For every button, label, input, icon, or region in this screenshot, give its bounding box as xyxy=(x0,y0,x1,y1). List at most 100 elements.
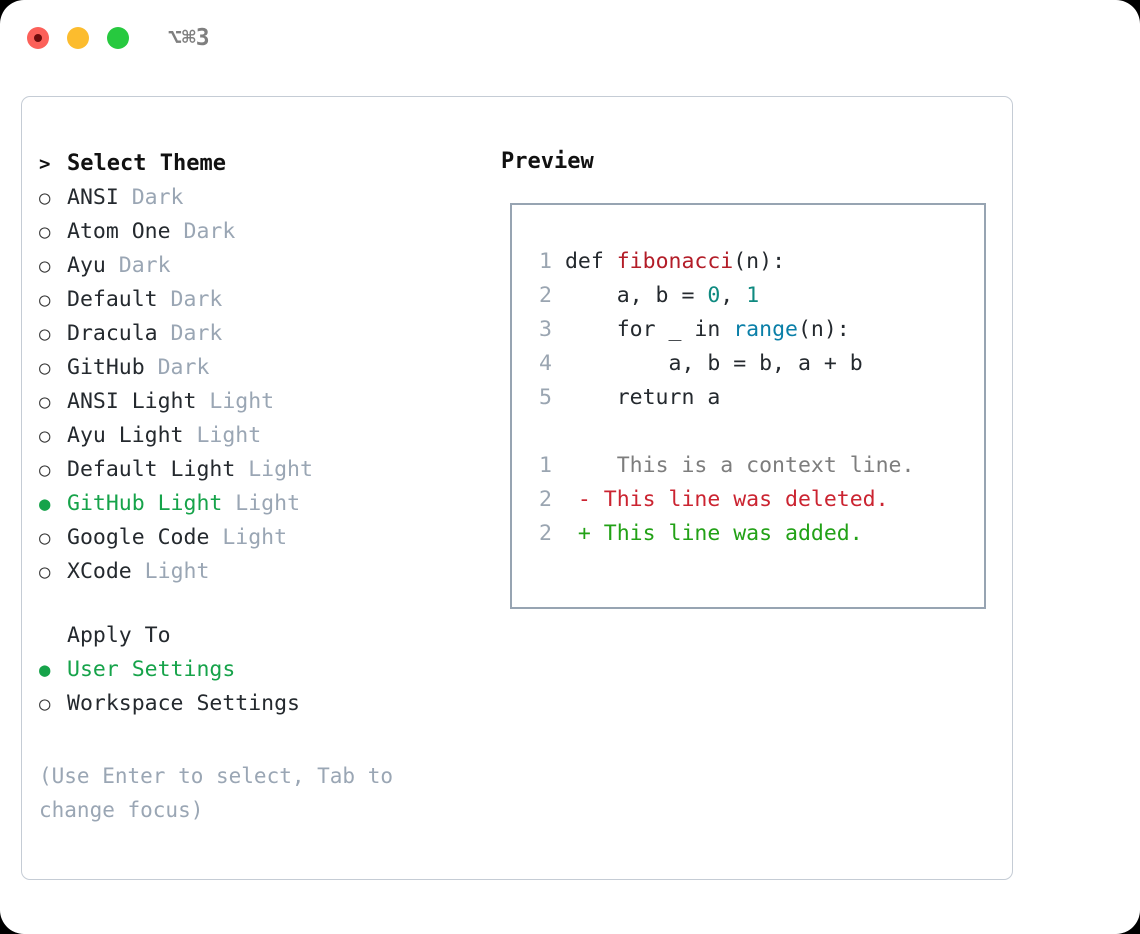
line-number: 2 xyxy=(539,283,552,308)
theme-variant-tag: Dark xyxy=(157,287,223,312)
theme-name: GitHub xyxy=(67,355,145,380)
apply-to-option[interactable]: ○ Workspace Settings xyxy=(39,687,489,721)
theme-name: Default xyxy=(67,287,158,312)
maximize-button[interactable] xyxy=(107,27,129,49)
theme-variant-tag: Light xyxy=(196,389,275,414)
code-diff-separator xyxy=(526,415,914,449)
theme-item-label: Default Dark xyxy=(67,283,222,317)
radio-selected-icon[interactable]: ● xyxy=(39,493,51,515)
theme-name: Default Light xyxy=(67,457,236,482)
code-token: a, b = xyxy=(564,283,708,308)
apply-to-option[interactable]: ●User Settings xyxy=(39,653,489,687)
theme-list-item[interactable]: ○ Ayu Light Light xyxy=(39,419,489,453)
apply-to-header: Apply To xyxy=(67,623,171,648)
theme-variant-tag: Light xyxy=(235,457,313,482)
code-line: 1 def fibonacci(n): xyxy=(526,245,914,279)
diff-line: 1 This is a context line. xyxy=(526,449,914,483)
radio-unselected-icon[interactable]: ○ xyxy=(39,255,51,277)
code-token: for _ in xyxy=(564,317,734,342)
radio-unselected-icon[interactable]: ○ xyxy=(39,391,51,413)
line-number: 2 xyxy=(539,487,552,512)
theme-item-label: ANSI Light Light xyxy=(67,385,274,419)
keyboard-shortcut-label: ⌥⌘3 xyxy=(168,25,210,51)
radio-unselected-icon[interactable]: ○ xyxy=(39,357,51,379)
code-token: 1 xyxy=(746,283,760,308)
line-number: 5 xyxy=(539,385,552,410)
theme-variant-tag: Dark xyxy=(105,253,171,278)
line-number: 1 xyxy=(539,249,552,274)
theme-variant-tag: Dark xyxy=(157,321,223,346)
code-token: 0 xyxy=(707,283,721,308)
apply-to-section: Apply To ●User Settings ○ Workspace Settin… xyxy=(39,619,489,721)
code-token: , xyxy=(720,283,747,308)
code-token: return a xyxy=(564,385,721,410)
radio-unselected-icon[interactable]: ○ xyxy=(39,289,51,311)
close-button[interactable] xyxy=(27,27,49,49)
diff-text: This line was deleted. xyxy=(590,487,889,512)
theme-name: Ayu Light xyxy=(67,423,184,448)
line-number: 3 xyxy=(539,317,552,342)
theme-item-label: Google Code Light xyxy=(67,521,287,555)
apply-to-label: Workspace Settings xyxy=(67,691,300,716)
apply-to-options: ●User Settings ○ Workspace Settings xyxy=(39,653,489,721)
theme-item-label: Dracula Dark xyxy=(67,317,222,351)
preview-title: Preview xyxy=(501,149,594,174)
theme-item-label: Ayu Light Light xyxy=(67,419,261,453)
code-line: 2 a, b = 0, 1 xyxy=(526,279,914,313)
theme-list-item[interactable]: ○ Google Code Light xyxy=(39,521,489,555)
theme-list-item[interactable]: ○ ANSI Dark xyxy=(39,181,489,215)
theme-list-item[interactable]: ○ Ayu Dark xyxy=(39,249,489,283)
code-token: a, b = b, a + b xyxy=(564,351,863,376)
radio-unselected-icon[interactable]: ○ xyxy=(39,187,51,209)
radio-unselected-icon[interactable]: ○ xyxy=(39,221,51,243)
line-number: 1 xyxy=(539,453,552,478)
theme-list-item[interactable]: ○ Atom One Dark xyxy=(39,215,489,249)
radio-selected-icon[interactable]: ● xyxy=(39,659,51,681)
code-line: 5 return a xyxy=(526,381,914,415)
hint-text: (Use Enter to select, Tab to change focu… xyxy=(39,764,406,822)
line-number: 2 xyxy=(539,521,552,546)
theme-list-item[interactable]: ○ XCode Light xyxy=(39,555,489,589)
theme-name: ANSI Light xyxy=(67,389,197,414)
theme-variant-tag: Dark xyxy=(118,185,184,210)
radio-unselected-icon[interactable]: ○ xyxy=(39,323,51,345)
code-token: fibonacci xyxy=(616,249,734,274)
theme-list-item[interactable]: ○ Default Dark xyxy=(39,283,489,317)
code-token: def xyxy=(564,249,617,274)
code-line: 4 a, b = b, a + b xyxy=(526,347,914,381)
theme-name: GitHub Light xyxy=(67,491,223,516)
theme-picker-column: > Select Theme ○ANSI Dark○Atom One Dark○… xyxy=(39,147,489,721)
theme-list-item[interactable]: ○ ANSI Light Light xyxy=(39,385,489,419)
radio-unselected-icon[interactable]: ○ xyxy=(39,561,51,583)
radio-unselected-icon[interactable]: ○ xyxy=(39,527,51,549)
theme-list-item[interactable]: ○ Dracula Dark xyxy=(39,317,489,351)
theme-variant-tag: Light xyxy=(209,525,288,550)
theme-item-label: XCode Light xyxy=(67,555,209,589)
diff-line: 2 - This line was deleted. xyxy=(526,483,914,517)
theme-name: ANSI xyxy=(67,185,119,210)
theme-name: Google Code xyxy=(67,525,210,550)
theme-list-item[interactable]: ○ GitHub Dark xyxy=(39,351,489,385)
title-bar: ⌥⌘3 xyxy=(0,0,1140,78)
diff-text: This line was added. xyxy=(590,521,863,546)
theme-list-item[interactable]: ●GitHub Light Light xyxy=(39,487,489,521)
theme-item-label: Default Light Light xyxy=(67,453,313,487)
theme-list-item[interactable]: ○ Default Light Light xyxy=(39,453,489,487)
code-token: (n): xyxy=(733,249,786,274)
code-token: (n): xyxy=(797,317,850,342)
theme-name: Dracula xyxy=(67,321,158,346)
diff-marker: + xyxy=(577,521,591,546)
theme-item-label: Atom One Dark xyxy=(67,215,235,249)
theme-variant-tag: Dark xyxy=(144,355,210,380)
theme-name: Ayu xyxy=(67,253,106,278)
diff-marker xyxy=(578,453,591,478)
minimize-button[interactable] xyxy=(67,27,89,49)
radio-unselected-icon[interactable]: ○ xyxy=(39,425,51,447)
theme-list: ○ ANSI Dark ○ Atom One Dark ○ Ayu Dark ○ Defaul… xyxy=(39,181,489,589)
radio-unselected-icon[interactable]: ○ xyxy=(39,693,51,715)
radio-unselected-icon[interactable]: ○ xyxy=(39,459,51,481)
theme-item-label: ANSI Dark xyxy=(67,181,184,215)
